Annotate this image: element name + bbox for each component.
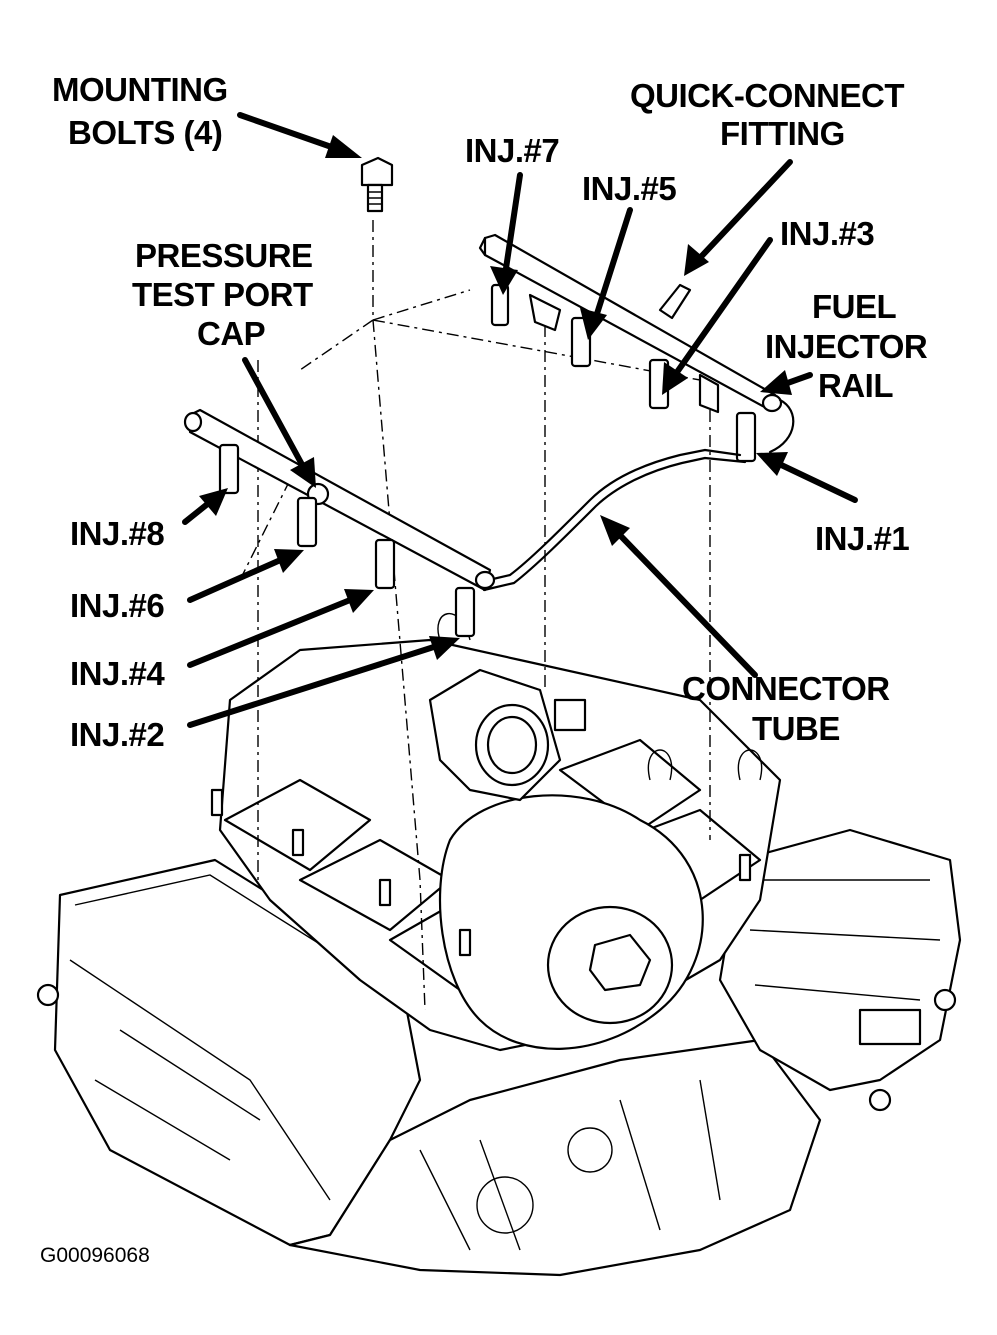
label-mounting-bolts-line2: BOLTS (4) <box>68 114 222 151</box>
arrow-connector-tube <box>600 515 758 678</box>
label-inj3: INJ.#3 <box>780 215 874 252</box>
injector-2 <box>454 586 476 638</box>
injector-7 <box>490 283 510 327</box>
label-inj5: INJ.#5 <box>582 170 676 207</box>
injector-4 <box>374 538 396 590</box>
figure-id: G00096068 <box>40 1244 150 1267</box>
label-pressure-line1: PRESSURE <box>135 237 313 274</box>
label-pressure-line2: TEST PORT <box>132 276 313 313</box>
label-fuel-rail-line2: INJECTOR <box>765 328 928 365</box>
leader-arrows <box>182 112 858 728</box>
arrow-inj3 <box>662 237 773 395</box>
label-inj6: INJ.#6 <box>70 587 164 624</box>
fuel-injector-rail-front <box>183 408 496 638</box>
connector-tube <box>478 448 747 592</box>
label-fuel-rail-line3: RAIL <box>818 367 893 404</box>
label-inj4: INJ.#4 <box>70 655 165 692</box>
injector-1 <box>735 411 757 463</box>
arrow-pressure-test-port <box>242 357 316 488</box>
arrow-fuel-rail <box>760 370 813 395</box>
fuel-injector-rail-rear <box>478 233 795 463</box>
manifold-studs <box>210 788 752 957</box>
arrow-inj7 <box>490 172 523 295</box>
engine-illustration <box>36 612 962 1277</box>
label-inj7: INJ.#7 <box>465 132 559 169</box>
label-inj8: INJ.#8 <box>70 515 164 552</box>
arrow-inj6 <box>187 549 304 603</box>
arrow-inj1 <box>756 452 858 503</box>
label-connector-tube-line2: TUBE <box>752 710 840 747</box>
label-fuel-rail-line1: FUEL <box>812 288 897 325</box>
label-connector-tube-line1: CONNECTOR <box>682 670 890 707</box>
label-inj1: INJ.#1 <box>815 520 909 557</box>
label-quick-connect-line2: FITTING <box>720 115 845 152</box>
label-quick-connect-line1: QUICK-CONNECT <box>630 77 904 114</box>
injector-8 <box>218 443 240 495</box>
label-pressure-line3: CAP <box>197 315 265 352</box>
arrow-mounting-bolts <box>237 112 362 158</box>
mounting-bolt <box>360 156 394 213</box>
label-mounting-bolts-line1: MOUNTING <box>52 71 228 108</box>
label-inj2: INJ.#2 <box>70 716 164 753</box>
arrow-quick-connect <box>684 159 793 276</box>
injector-6 <box>296 496 318 548</box>
arrow-inj8 <box>182 488 228 525</box>
arrow-inj5 <box>580 207 633 340</box>
alignment-lines <box>239 220 711 1011</box>
arrow-inj2 <box>187 636 460 728</box>
arrow-inj4 <box>187 589 374 668</box>
callout-labels: MOUNTING BOLTS (4) QUICK-CONNECT FITTING… <box>40 71 928 1267</box>
